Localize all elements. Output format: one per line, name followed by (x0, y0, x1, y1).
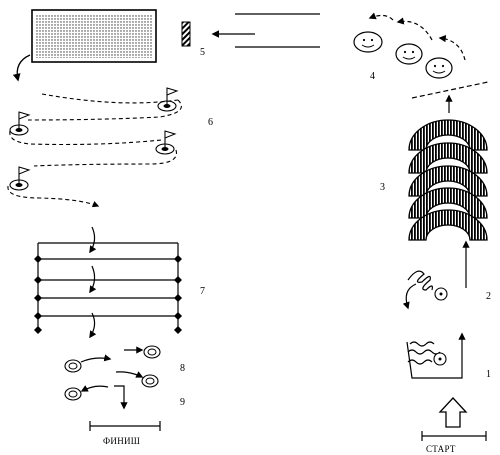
station-4-number: 4 (370, 71, 375, 82)
finish-label: ФИНИШ (103, 436, 141, 446)
station-2-graphic (402, 240, 470, 310)
station-8-graphic (64, 345, 161, 401)
start-marker (421, 397, 487, 441)
flag-icon (157, 87, 179, 112)
station-1-number: 1 (486, 369, 491, 380)
station-4-graphic (353, 12, 489, 99)
station-7-number: 7 (200, 286, 205, 297)
station-1-graphic (406, 332, 466, 379)
smiley-icon (395, 43, 423, 65)
target-icon (141, 374, 159, 388)
station-6-graphic (7, 87, 182, 208)
station-2-number: 2 (486, 291, 491, 302)
station-5-number: 5 (200, 47, 205, 58)
smiley-icon (425, 57, 453, 79)
station-6-number: 6 (208, 117, 213, 128)
target-icon (64, 387, 82, 401)
station-7-graphic (34, 226, 182, 339)
station-3-arches (408, 94, 488, 241)
station-3-number: 3 (380, 182, 385, 193)
smiley-icon (353, 31, 383, 53)
station-8-number: 8 (180, 363, 185, 374)
start-label: СТАРТ (426, 444, 456, 454)
flag-icon (9, 166, 31, 191)
station-9-number: 9 (180, 397, 185, 408)
station-5-graphic (12, 9, 320, 82)
flag-icon (155, 130, 177, 155)
flag-icon (9, 111, 31, 136)
target-icon (64, 359, 82, 373)
station-9-graphic (89, 385, 161, 431)
target-icon (143, 345, 161, 359)
